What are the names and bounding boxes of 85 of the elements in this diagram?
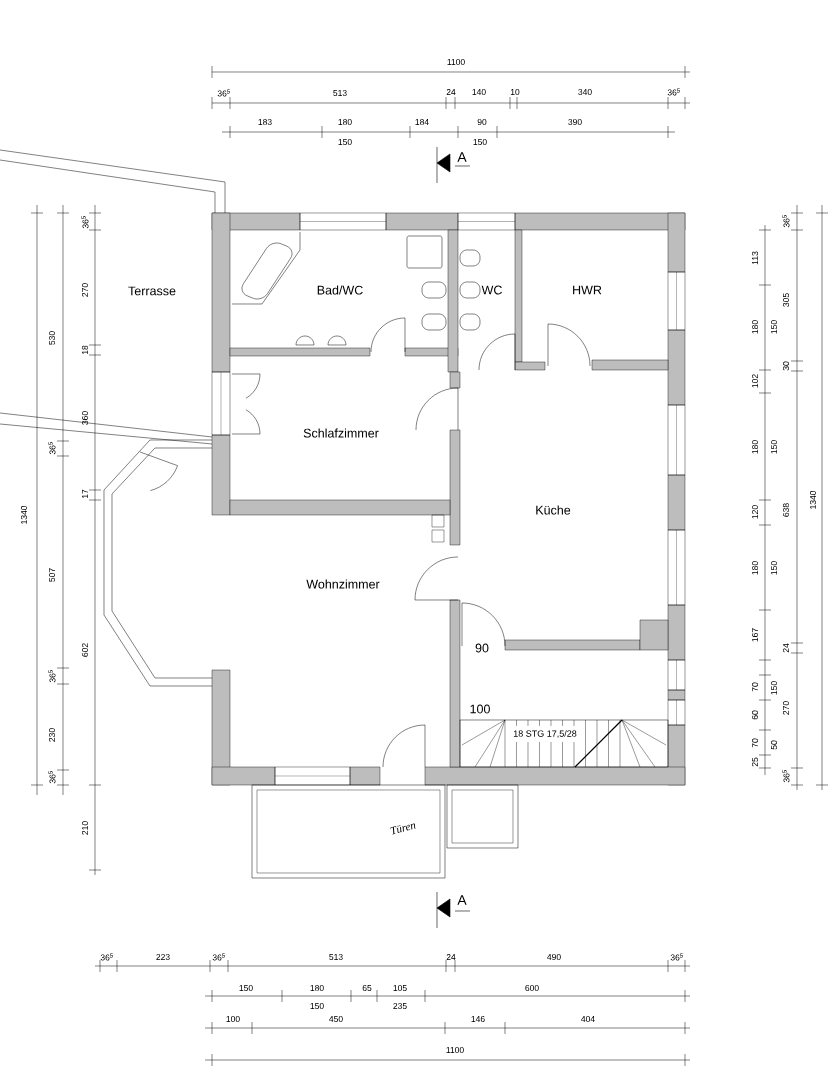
dimension-text: 24 (446, 89, 456, 95)
dimension-text: 150 (338, 139, 352, 145)
room-label: HWR (573, 285, 602, 295)
dimension-text: 36$^{5}$ (667, 88, 680, 96)
dimension-text: 270 (783, 701, 789, 715)
dimension-text: 105 (393, 985, 407, 991)
dimension-text: 150 (771, 561, 777, 575)
dimension-text: 10 (510, 89, 520, 95)
dimension-text: 113 (752, 251, 758, 265)
room-label: Terrasse (128, 286, 176, 296)
dimension-text: 146 (471, 1016, 485, 1022)
dimension-text: 65 (362, 985, 372, 991)
room-label: 90 (475, 643, 489, 653)
room-label: Küche (536, 505, 571, 515)
dimension-text: 180 (752, 320, 758, 334)
dimension-text: 36$^{5}$ (81, 216, 89, 229)
room-label: Wohnzimmer (306, 579, 380, 589)
dimension-text: 180 (310, 985, 324, 991)
dimension-text: 150 (771, 440, 777, 454)
dimension-text: 180 (752, 561, 758, 575)
room-label: Schlafzimmer (303, 428, 379, 438)
dimension-text: 36$^{5}$ (782, 215, 790, 228)
dimension-text: 180 (338, 119, 352, 125)
dimension-text: 235 (393, 1003, 407, 1009)
stair-note: 18 STG 17,5/28 (513, 730, 577, 738)
dimension-text: 270 (82, 283, 88, 297)
dimension-text: 210 (82, 821, 88, 835)
section-letter: A (457, 152, 467, 162)
dimension-text: 1340 (810, 490, 816, 509)
dimension-text: 404 (581, 1016, 595, 1022)
dimension-text: 70 (752, 738, 758, 748)
dimension-text: 36$^{5}$ (782, 770, 790, 783)
dimension-text: 36$^{5}$ (217, 89, 230, 97)
room-label: WC (481, 285, 502, 295)
dimension-text: 180 (752, 440, 758, 454)
dimension-text: 223 (156, 954, 170, 960)
dimension-text: 450 (329, 1016, 343, 1022)
dimension-text: 102 (752, 374, 758, 388)
dimension-text: 305 (783, 293, 789, 307)
dimension-text: 1340 (21, 505, 27, 524)
dimension-text: 70 (752, 682, 758, 692)
dimension-text: 1100 (446, 1047, 464, 1053)
dimension-text: 120 (752, 505, 758, 519)
room-label: 100 (470, 704, 490, 714)
dimension-text: 36$^{5}$ (212, 953, 225, 961)
dimension-text: 638 (783, 503, 789, 517)
dimension-text: 490 (547, 954, 561, 960)
dimension-text: 340 (578, 89, 592, 95)
dimension-text: 150 (239, 985, 253, 991)
dimension-text: 167 (752, 628, 758, 642)
dimension-text: 360 (82, 411, 88, 425)
dimension-text: 600 (525, 985, 539, 991)
dimension-text: 150 (771, 320, 777, 334)
dimension-text: 17 (82, 489, 88, 499)
dimension-text: 513 (333, 90, 347, 96)
dimension-text: 36$^{5}$ (48, 771, 56, 784)
dimension-text: 184 (415, 119, 429, 125)
dimension-text: 30 (783, 361, 789, 371)
dimension-text: 50 (771, 740, 777, 750)
dimension-text: 100 (226, 1016, 240, 1022)
dimension-text: 150 (771, 681, 777, 695)
dimension-text: 230 (49, 728, 55, 742)
dimension-text: 140 (472, 89, 486, 95)
dimension-text: 602 (82, 643, 88, 657)
room-label: Bad/WC (317, 285, 363, 295)
dimension-text: 25 (752, 757, 758, 767)
handwritten-note: Türen (390, 823, 416, 835)
dimension-text: 18 (82, 345, 88, 355)
dimension-text: 1100 (447, 59, 465, 65)
dimension-text: 36$^{5}$ (48, 670, 56, 683)
dimension-text: 36$^{5}$ (48, 442, 56, 455)
dimension-text: 507 (49, 568, 55, 582)
dimension-text: 36$^{5}$ (670, 953, 683, 961)
dimension-text: 150 (473, 139, 487, 145)
dimension-text: 530 (49, 331, 55, 345)
dimension-text: 183 (258, 119, 272, 125)
dimension-text: 90 (477, 119, 487, 125)
dimension-text: 24 (446, 954, 456, 960)
dimension-text: 513 (329, 954, 343, 960)
section-letter: A (457, 895, 467, 905)
dimension-text: 150 (310, 1003, 324, 1009)
dimension-text: 60 (752, 710, 758, 720)
dimension-text: 24 (783, 643, 789, 653)
dimension-text: 390 (568, 119, 582, 125)
dimension-text: 36$^{5}$ (100, 953, 113, 961)
